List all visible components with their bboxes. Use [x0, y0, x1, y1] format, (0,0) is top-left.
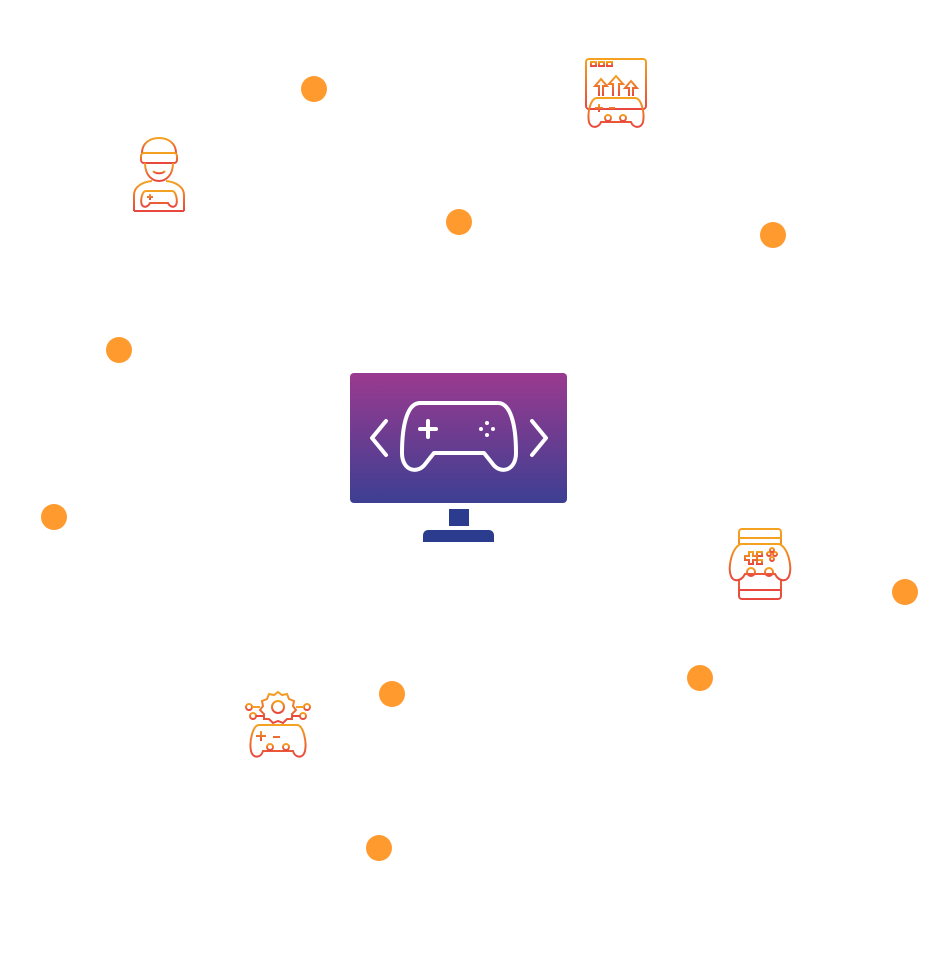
decor-dot [760, 222, 786, 248]
decor-dot [106, 337, 132, 363]
decor-dot [687, 665, 713, 691]
monitor-stand-neck [449, 509, 469, 526]
gear-controller-icon [245, 690, 311, 758]
decor-dot [379, 681, 405, 707]
browser-controller-upgrade-icon [585, 58, 647, 128]
gamer-vr-worker-icon [133, 136, 185, 212]
mobile-controller-icon [728, 528, 792, 600]
decor-dot [366, 835, 392, 861]
decor-dot [41, 504, 67, 530]
decor-dot [446, 209, 472, 235]
monitor-stand-base [423, 530, 494, 542]
decor-dot [301, 76, 327, 102]
monitor-gamepad-icon [350, 373, 567, 503]
decor-dot [892, 579, 918, 605]
